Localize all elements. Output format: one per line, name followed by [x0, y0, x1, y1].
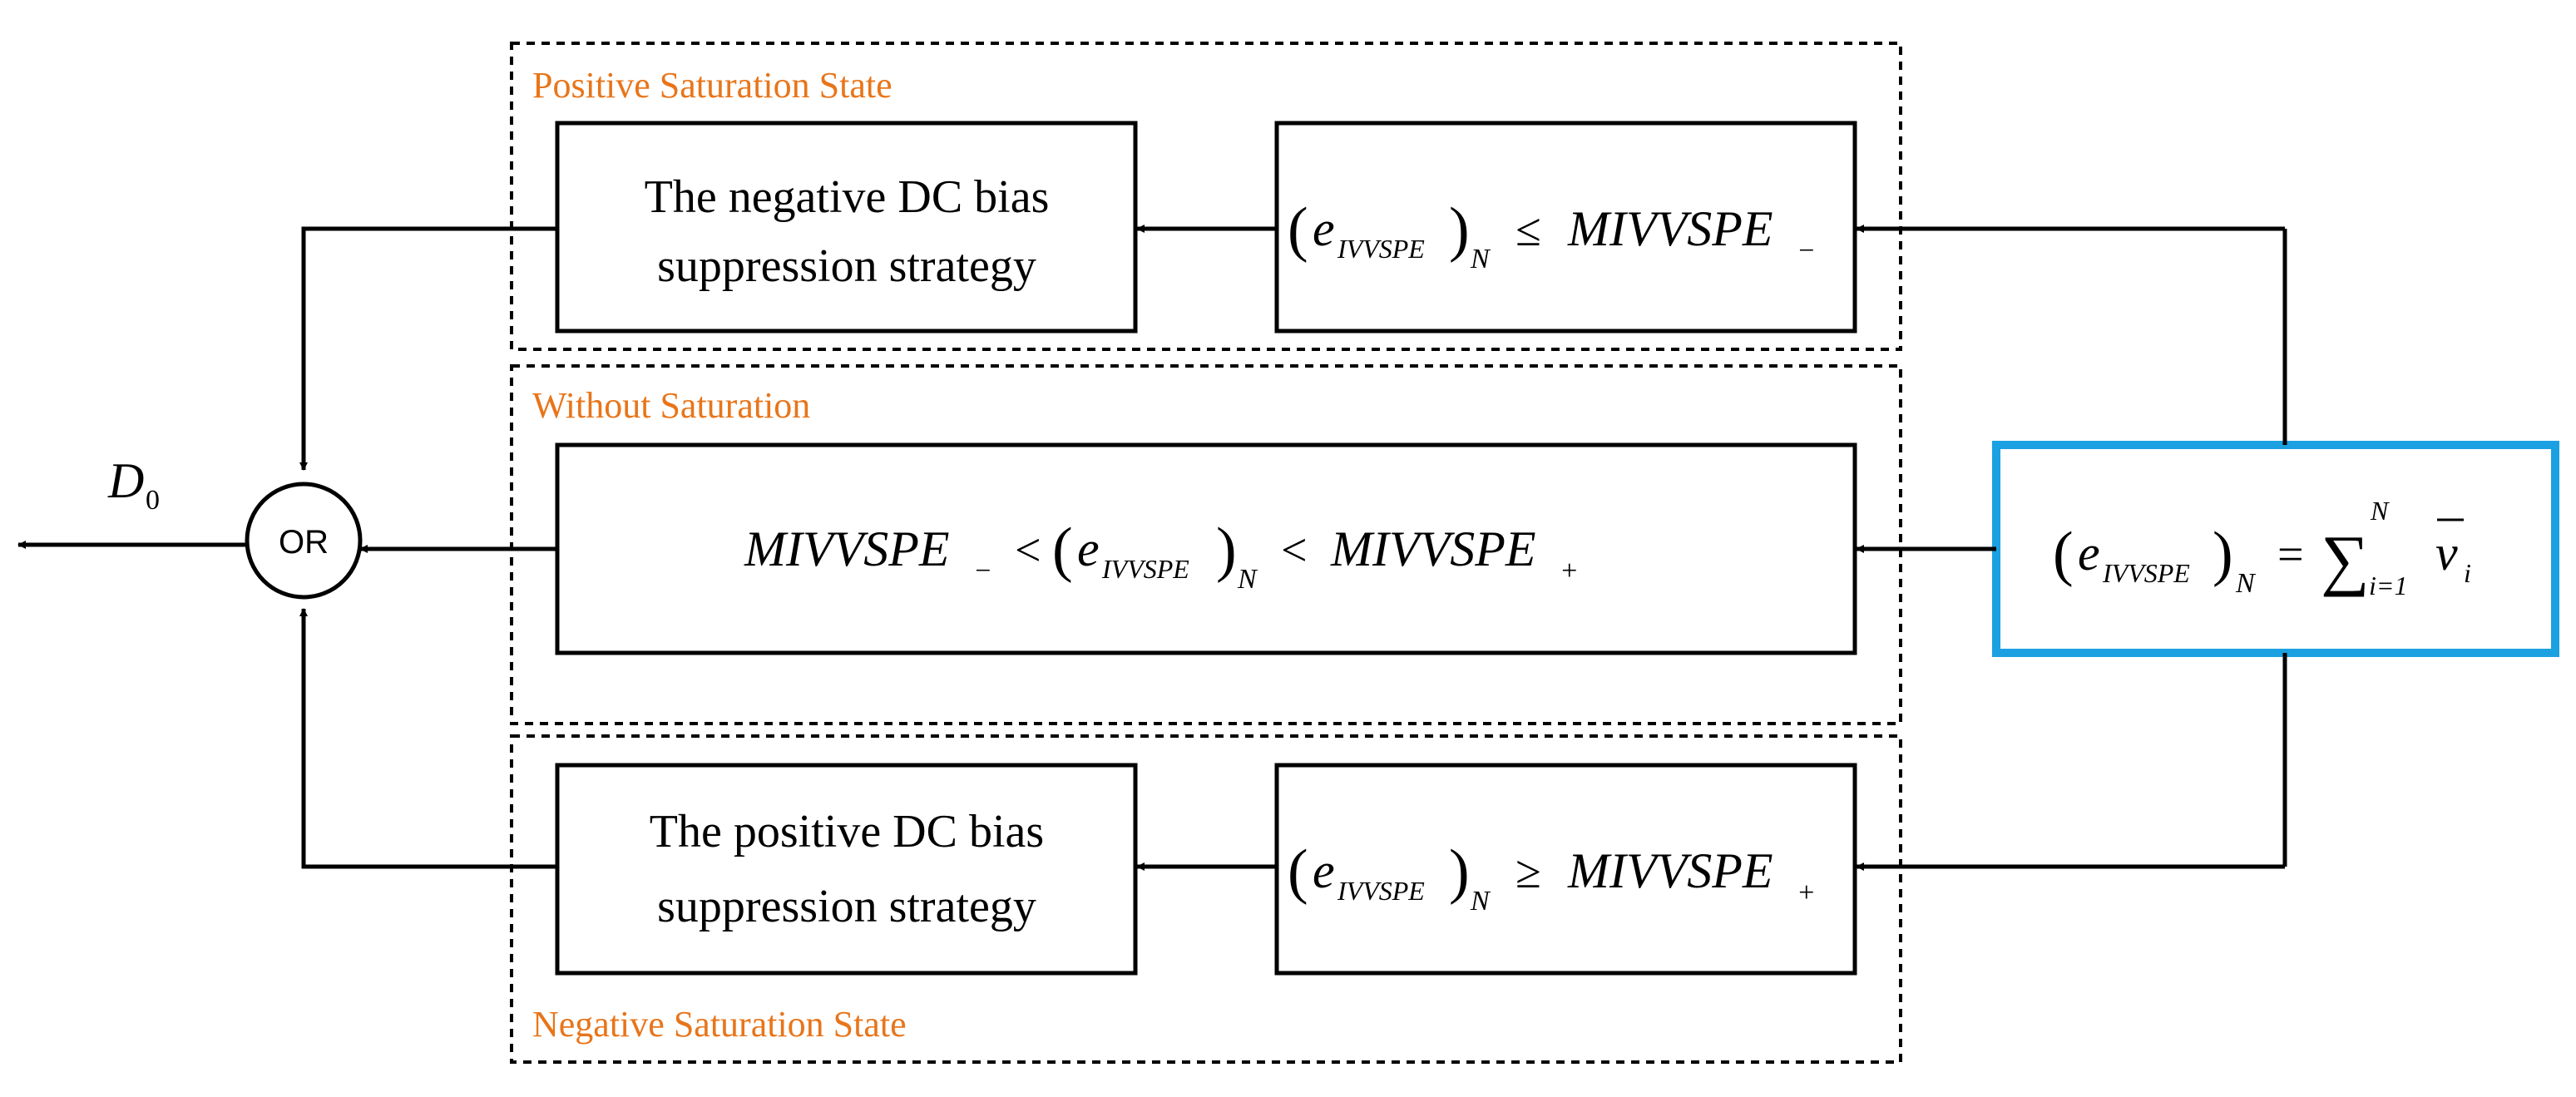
mivvspe-symbol-bot: MIVVSPE — [1567, 843, 1773, 898]
rparen: ) — [1449, 195, 1470, 264]
sum-lower-limit: i=1 — [2369, 571, 2407, 600]
negative-strategy-line2: suppression strategy — [657, 240, 1036, 292]
output-subscript: 0 — [146, 485, 160, 516]
region-label-positive: Positive Saturation State — [532, 65, 892, 106]
lparen-bot: ( — [1288, 838, 1308, 906]
rparen-bot: ) — [1449, 838, 1470, 906]
condition-box-between — [555, 442, 1857, 655]
positive-strategy-to-or-arrow — [299, 608, 557, 869]
v-subscript: i — [2464, 558, 2471, 588]
summation-formula: ( e IVVSPE ) N = ∑ N i=1 v i — [2053, 496, 2471, 600]
n-subscript-mid: N — [1237, 564, 1258, 595]
e-subscript-bot: IVVSPE — [1337, 876, 1425, 906]
region-without-saturation — [510, 364, 1902, 725]
e-subscript-src: IVVSPE — [2102, 558, 2190, 588]
condition-leq-formula: ( e IVVSPE ) N ≤ MIVVSPE − — [1288, 195, 1816, 274]
lparen: ( — [1288, 195, 1308, 264]
lparen-src: ( — [2053, 520, 2074, 588]
eq-symbol: = — [2277, 529, 2304, 581]
negative-strategy-to-or-arrow — [299, 226, 557, 471]
condition-between-formula: MIVVSPE − < ( e IVVSPE ) N < MIVVSPE + — [744, 516, 1579, 595]
lt-symbol-right: < — [1281, 525, 1308, 576]
condition-geq-formula: ( e IVVSPE ) N ≥ MIVVSPE + — [1288, 838, 1816, 917]
or-gate — [245, 482, 363, 600]
leq-symbol: ≤ — [1515, 205, 1541, 256]
minus-subscript-mid: − — [973, 556, 992, 586]
n-subscript-src: N — [2235, 568, 2257, 599]
positive-strategy-line2: suppression strategy — [657, 881, 1036, 932]
e-symbol-bot: e — [1313, 843, 1335, 898]
e-symbol-src: e — [2078, 526, 2100, 581]
positive-dc-bias-strategy-box — [555, 763, 1138, 976]
negative-strategy-line1: The negative DC bias — [645, 171, 1050, 223]
sum-symbol: ∑ — [2321, 521, 2369, 597]
or-gate-label: OR — [279, 524, 329, 561]
mivvspe-left: MIVVSPE — [744, 521, 950, 576]
sum-upper-limit: N — [2370, 496, 2390, 526]
e-subscript-mid: IVVSPE — [1101, 554, 1189, 584]
geq-symbol: ≥ — [1515, 847, 1541, 898]
region-positive-saturation — [510, 42, 1902, 351]
n-subscript-bot: N — [1470, 886, 1491, 917]
v-symbol: v — [2435, 526, 2458, 581]
condition-box-leq — [1274, 121, 1857, 334]
condition-box-geq — [1274, 763, 1857, 976]
mivvspe-symbol: MIVVSPE — [1567, 201, 1773, 256]
e-symbol-mid: e — [1077, 521, 1100, 576]
source-summation-box — [1992, 441, 2559, 657]
region-label-without: Without Saturation — [532, 385, 810, 426]
negative-dc-bias-strategy-box — [555, 121, 1138, 334]
n-subscript: N — [1470, 244, 1491, 274]
rparen-src: ) — [2213, 520, 2233, 588]
plus-subscript-bot: + — [1797, 877, 1816, 908]
mivvspe-right: MIVVSPE — [1330, 521, 1536, 576]
output-symbol: D — [107, 453, 144, 508]
e-symbol: e — [1313, 201, 1335, 256]
region-negative-saturation — [510, 734, 1902, 1064]
lparen-mid: ( — [1052, 516, 1073, 584]
positive-strategy-line1: The positive DC bias — [650, 806, 1044, 857]
rparen-mid: ) — [1216, 516, 1237, 584]
minus-subscript: − — [1797, 235, 1816, 266]
lt-symbol-left: < — [1015, 525, 1041, 576]
e-subscript: IVVSPE — [1337, 234, 1425, 264]
plus-subscript-mid: + — [1560, 556, 1579, 586]
region-label-negative: Negative Saturation State — [532, 1004, 907, 1045]
